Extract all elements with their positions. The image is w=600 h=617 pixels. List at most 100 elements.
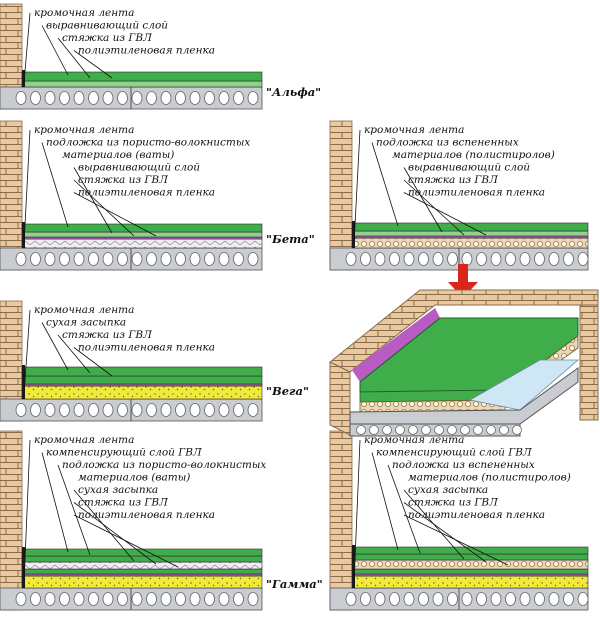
- layer-label: подложка из пористо-волокнистых: [62, 459, 266, 471]
- leader-line: [403, 502, 487, 563]
- layer-screed: [21, 71, 263, 82]
- slab-hollow: [15, 252, 27, 266]
- slab-hollow: [73, 403, 85, 417]
- slab-hollow: [247, 403, 259, 417]
- layer-label: подложка из пористо-волокнистых: [46, 137, 250, 149]
- layer-label: стяжка из ГВЛ: [408, 174, 498, 186]
- slab-hollow: [175, 403, 186, 417]
- slab-hollow: [131, 403, 143, 417]
- slab-hollow: [218, 91, 230, 105]
- slab-hollow: [389, 592, 400, 606]
- layer-label: материалов (полистиролов): [392, 149, 555, 161]
- edge-tape: [22, 547, 25, 588]
- slab-hollow: [146, 403, 157, 417]
- slab-hollow: [505, 252, 516, 266]
- slab-hollow: [345, 252, 357, 266]
- slab-hollow: [476, 252, 487, 266]
- layer-label: кромочная лента: [34, 124, 134, 136]
- layer-sand: [21, 385, 263, 400]
- slab-hollow: [44, 592, 56, 606]
- layer-screed: [21, 366, 263, 377]
- leader-line: [57, 334, 91, 374]
- iso-slab-hollow: [434, 425, 444, 435]
- slab-hollow: [30, 592, 41, 606]
- layer-screed2: [351, 553, 589, 561]
- isometric-room-illustration: [329, 264, 599, 437]
- slab-hollow: [44, 403, 56, 417]
- slab-hollow: [88, 403, 99, 417]
- slab-hollow: [15, 592, 27, 606]
- slab-hollow: [117, 592, 128, 606]
- layer-label: сухая засыпка: [46, 317, 126, 329]
- layer-screed2: [21, 375, 263, 385]
- slab-hollow: [247, 592, 259, 606]
- slab-hollow: [59, 592, 70, 606]
- layer-label: подложка из вспененных: [392, 459, 535, 471]
- layer-label: компенсирующий слой ГВЛ: [46, 447, 202, 459]
- slab-hollow: [160, 252, 172, 266]
- iso-slab-hollow: [382, 425, 392, 435]
- layer-label: кромочная лента: [364, 124, 464, 136]
- iso-right-wall: [579, 304, 599, 421]
- layer-level: [21, 231, 263, 238]
- slab-hollow: [204, 403, 215, 417]
- leader-line: [41, 452, 69, 553]
- slab-hollow: [189, 252, 201, 266]
- slab-hollow: [563, 252, 574, 266]
- iso-slab-hollow: [512, 425, 522, 435]
- layer-poly: [351, 237, 589, 249]
- leader-line: [73, 514, 179, 568]
- slab-hollow: [88, 91, 99, 105]
- slab-hollow: [204, 592, 215, 606]
- system-label: "Альфа": [266, 85, 321, 99]
- slab-hollow: [204, 91, 215, 105]
- slab-hollow: [218, 252, 230, 266]
- iso-slab-hollow: [473, 425, 483, 435]
- leader-line: [403, 179, 465, 236]
- layer-label: сухая засыпка: [408, 484, 488, 496]
- slab-hollow: [490, 592, 502, 606]
- edge-tape: [22, 365, 25, 399]
- slab-hollow: [233, 592, 244, 606]
- slab-hollow: [189, 91, 201, 105]
- slab-hollow: [117, 91, 128, 105]
- slab-hollow: [30, 91, 41, 105]
- slab-hollow: [160, 403, 172, 417]
- layer-film: [351, 235, 589, 239]
- layer-label: полиэтиленовая пленка: [408, 509, 545, 521]
- layer-label: сухая засыпка: [78, 484, 158, 496]
- slab-hollow: [175, 252, 186, 266]
- slab-hollow: [534, 252, 545, 266]
- slab-hollow: [418, 252, 429, 266]
- layer-label: кромочная лента: [364, 434, 464, 446]
- layer-label: кромочная лента: [34, 304, 134, 316]
- layer-label: компенсирующий слой ГВЛ: [376, 447, 532, 459]
- layer-comp: [351, 568, 589, 575]
- slab-hollow: [233, 403, 244, 417]
- slab-hollow: [59, 91, 70, 105]
- slab-hollow: [15, 403, 27, 417]
- slab-hollow: [247, 91, 259, 105]
- slab-hollow: [102, 592, 114, 606]
- slab-hollow: [432, 252, 444, 266]
- leader-line: [73, 192, 157, 237]
- slab-hollow: [548, 252, 560, 266]
- slab-hollow: [519, 592, 531, 606]
- iso-slab-hollow: [447, 425, 457, 435]
- layer-label: материалов (полистиролов): [408, 472, 571, 484]
- slab-hollow: [131, 91, 143, 105]
- slab-hollow: [461, 252, 473, 266]
- layer-label: выравнивающий слой: [408, 162, 530, 174]
- slab-hollow: [30, 252, 41, 266]
- slab-hollow: [30, 403, 41, 417]
- slab-hollow: [461, 592, 473, 606]
- slab-hollow: [418, 592, 429, 606]
- slab-hollow: [389, 252, 400, 266]
- layer-label: материалов (ваты): [62, 149, 174, 161]
- leader-line: [23, 439, 31, 585]
- slab-hollow: [175, 592, 186, 606]
- slab-hollow: [490, 252, 502, 266]
